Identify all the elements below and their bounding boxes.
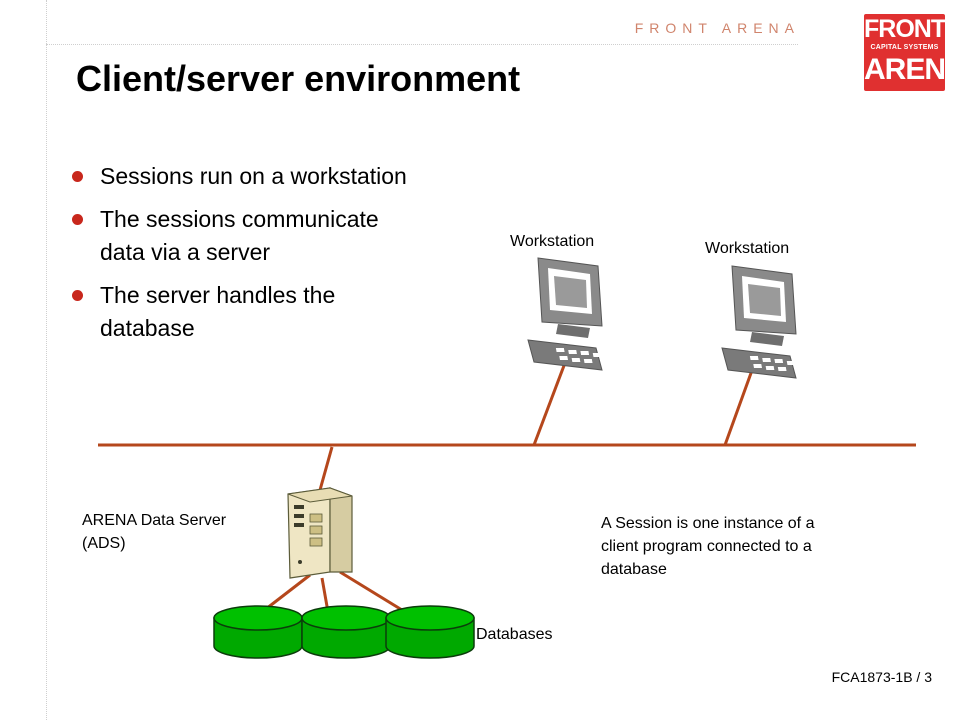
slide-reference: FCA1873-1B / 3 — [831, 669, 932, 685]
session-note-line-1: A Session is one instance of a — [601, 515, 815, 532]
bullet-item: The sessions communicate data via a serv… — [72, 203, 502, 269]
server-label-line-1: ARENA Data Server — [82, 512, 227, 529]
logo-line-1: FRONT — [864, 15, 946, 43]
session-note-line-3: database — [601, 561, 667, 578]
brand-text: FRONT ARENA — [634, 20, 800, 36]
workstation-1-connection-line — [532, 354, 570, 446]
slide-title: Client/server environment — [76, 58, 521, 99]
database-2-icon — [301, 605, 391, 659]
bullet-text: The server handles the — [100, 282, 336, 308]
database-1-icon — [213, 605, 303, 659]
server-label: ARENA Data Server (ADS) — [82, 509, 226, 555]
db-3-connection-line — [339, 570, 403, 612]
bullet-item: The server handles the database — [72, 279, 502, 345]
logo-line-3: ARENA — [864, 53, 960, 86]
workstation-2-label: Workstation — [705, 240, 790, 257]
bullet-text: Sessions run on a workstation — [100, 163, 407, 189]
workstation-1-icon — [527, 257, 603, 371]
server-label-line-2: (ADS) — [82, 535, 126, 552]
bullet-list: Sessions run on a workstation The sessio… — [72, 160, 502, 355]
bullet-text-continued: database — [100, 315, 195, 341]
db-2-connection-line — [320, 577, 330, 613]
database-3-icon — [385, 605, 475, 659]
logo-line-2: CAPITAL SYSTEMS — [870, 44, 939, 51]
bullet-dot-icon — [72, 171, 83, 182]
server-connection-line — [318, 446, 334, 491]
bullet-item: Sessions run on a workstation — [72, 160, 502, 193]
bullet-dot-icon — [72, 290, 83, 301]
session-note-line-2: client program connected to a — [601, 538, 812, 555]
bullet-dot-icon — [72, 214, 83, 225]
session-note: A Session is one instance of a client pr… — [601, 512, 814, 581]
left-guide-line — [46, 0, 47, 720]
workstation-2-connection-line — [723, 361, 757, 446]
server-icon — [287, 487, 353, 579]
bullet-text-continued: data via a server — [100, 239, 271, 265]
workstation-1-label: Workstation — [510, 233, 595, 250]
front-arena-logo: FRONT CAPITAL SYSTEMS ARENA — [864, 14, 960, 91]
workstation-2-icon — [721, 265, 797, 379]
top-guide-line — [46, 44, 798, 45]
databases-label: Databases — [476, 626, 553, 643]
bullet-text: The sessions communicate — [100, 206, 379, 232]
